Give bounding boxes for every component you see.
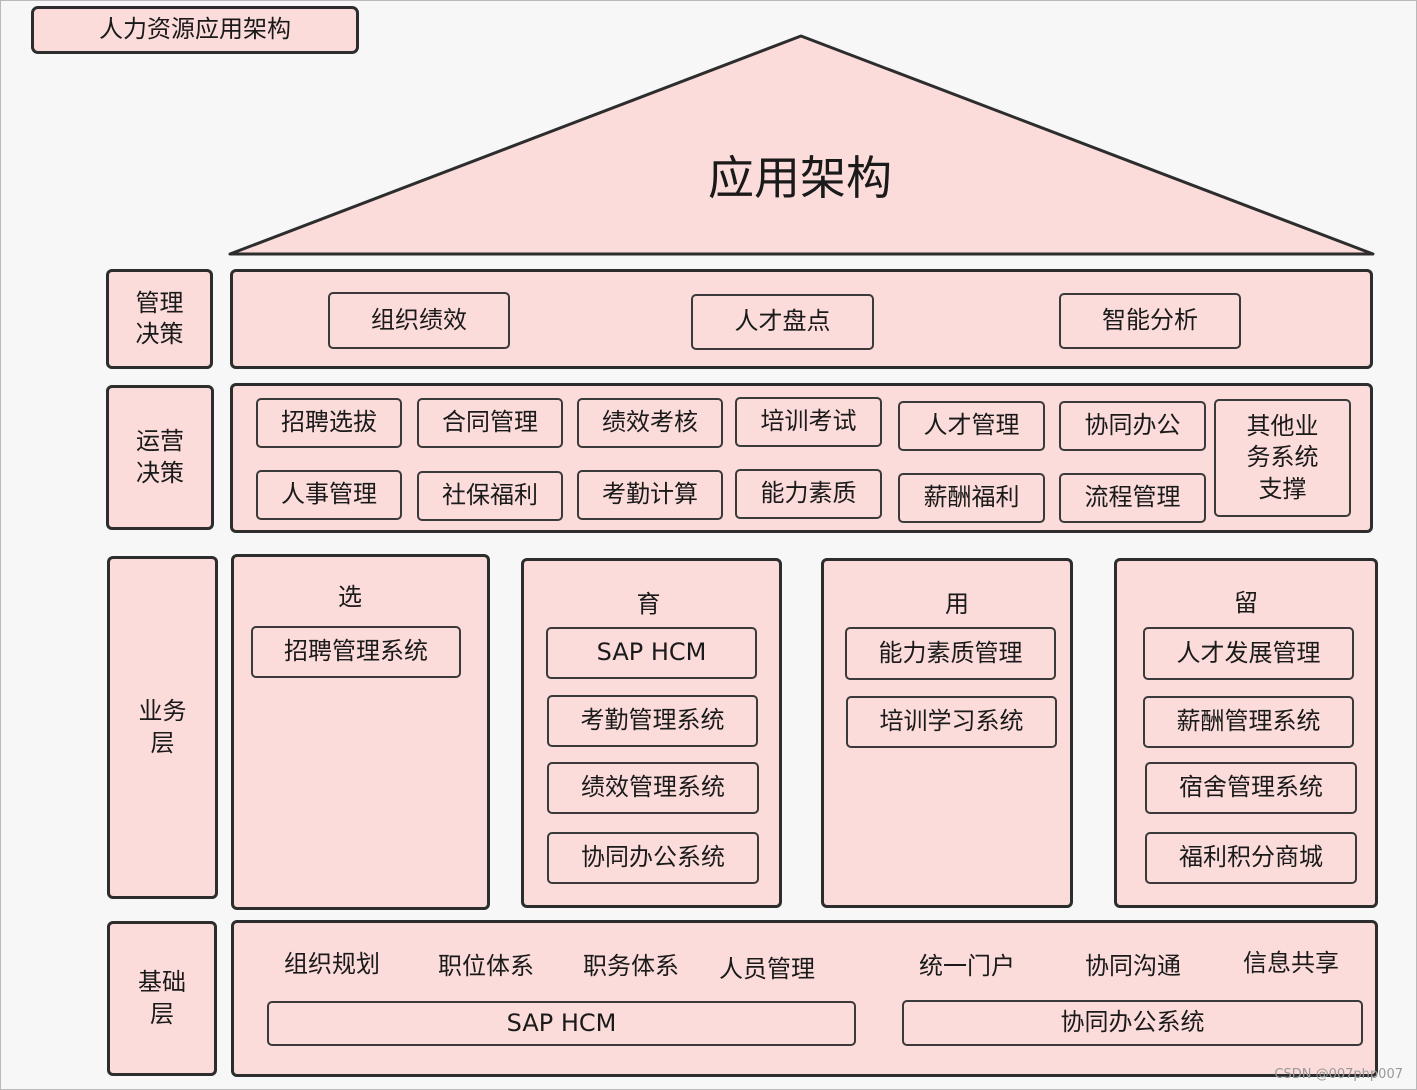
- operations-item: 人才管理: [898, 401, 1045, 451]
- business-column-title: 用: [945, 589, 969, 618]
- business-system: 人才发展管理: [1143, 627, 1354, 680]
- business-column-select: [231, 554, 490, 910]
- management-item: 人才盘点: [691, 294, 874, 350]
- roof-title: 应用架构: [708, 151, 892, 205]
- operations-item: 社保福利: [417, 471, 563, 521]
- operations-item: 人事管理: [256, 470, 402, 520]
- foundation-item: 人员管理: [719, 954, 815, 983]
- operations-item: 培训考试: [735, 397, 882, 447]
- layer-label-foundation: 基础 层: [107, 921, 217, 1076]
- layer-label-management: 管理 决策: [106, 269, 213, 369]
- business-column-title: 育: [636, 589, 661, 618]
- operations-item: 薪酬福利: [898, 473, 1045, 523]
- foundation-item: 信息共享: [1243, 948, 1339, 977]
- operations-item: 流程管理: [1059, 473, 1206, 523]
- business-system: 薪酬管理系统: [1143, 696, 1354, 748]
- watermark: CSDN @007php007: [1274, 1067, 1403, 1082]
- operations-item: 协同办公: [1059, 401, 1206, 451]
- foundation-platform: SAP HCM: [267, 1001, 856, 1046]
- diagram-title-tag: 人力资源应用架构: [31, 6, 359, 54]
- foundation-item: 职位体系: [438, 951, 534, 980]
- business-system: 招聘管理系统: [251, 626, 461, 678]
- operations-other-systems: 其他业 务系统 支撑: [1214, 399, 1351, 517]
- foundation-item: 统一门户: [919, 951, 1015, 980]
- business-system: 宿舍管理系统: [1145, 762, 1357, 814]
- business-system: 培训学习系统: [846, 696, 1057, 748]
- business-column-title: 留: [1234, 588, 1258, 617]
- business-system: SAP HCM: [546, 627, 757, 679]
- foundation-platform: 协同办公系统: [902, 1000, 1363, 1046]
- management-item: 智能分析: [1059, 293, 1241, 349]
- operations-item: 考勤计算: [577, 470, 723, 520]
- business-system: 福利积分商城: [1145, 832, 1357, 884]
- foundation-item: 协同沟通: [1085, 951, 1181, 980]
- business-system: 考勤管理系统: [547, 695, 758, 747]
- business-column-title: 选: [338, 582, 362, 611]
- operations-item: 合同管理: [417, 398, 563, 448]
- layer-label-operations: 运营 决策: [106, 385, 214, 530]
- foundation-item: 职务体系: [583, 951, 679, 980]
- business-system: 协同办公系统: [547, 832, 759, 884]
- foundation-layer: [231, 920, 1378, 1077]
- operations-item: 招聘选拔: [256, 398, 402, 448]
- foundation-item: 组织规划: [284, 949, 380, 978]
- operations-item: 绩效考核: [577, 398, 723, 448]
- management-item: 组织绩效: [328, 292, 510, 349]
- operations-item: 能力素质: [735, 469, 882, 519]
- business-system: 绩效管理系统: [547, 762, 759, 814]
- business-system: 能力素质管理: [845, 627, 1056, 680]
- layer-label-business: 业务 层: [107, 556, 218, 899]
